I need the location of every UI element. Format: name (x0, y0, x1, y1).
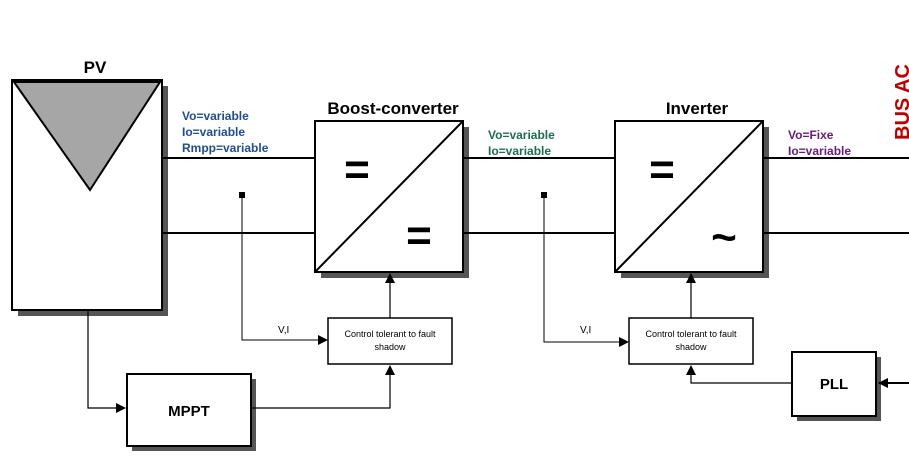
mppt-to-control-arrow (251, 365, 395, 409)
control-2-line1: Control tolerant to fault (645, 329, 737, 339)
control-1-line1: Control tolerant to fault (344, 329, 436, 339)
control-block-2 (628, 317, 754, 365)
control-block-1 (327, 317, 453, 365)
pv-param-rmpp: Rmpp=variable (182, 141, 269, 155)
feedback-line-2 (543, 198, 629, 347)
pv-diode-symbol (12, 81, 162, 192)
sense-point-2 (541, 192, 547, 198)
dc-param-vo: Vo=variable (488, 128, 555, 142)
pv-title: PV (84, 58, 107, 77)
bus-ac-label: BUS AC (892, 64, 909, 140)
feedback-label-1: V,I (278, 325, 289, 336)
pv-param-io: Io=variable (182, 125, 245, 139)
mppt-block (126, 373, 252, 447)
boost-diagonal (314, 120, 464, 273)
control-2-line2: shadow (675, 342, 707, 352)
inverter-diagonal (614, 120, 764, 273)
ac-param-vo: Vo=Fixe (788, 128, 834, 142)
dc-param-io: Io=variable (488, 144, 551, 158)
boost-sym-in: = (344, 145, 370, 194)
ac-param-io: Io=variable (788, 144, 851, 158)
inverter-title: Inverter (666, 99, 729, 118)
sense-point-1 (239, 192, 245, 198)
pv-param-vo: Vo=variable (182, 109, 249, 123)
pv-to-mppt-arrow (87, 310, 126, 413)
mppt-label: MPPT (168, 403, 210, 420)
feedback-label-2: V,I (580, 325, 591, 336)
inverter-sym-out: ~ (711, 213, 737, 262)
pll-to-control-arrow (686, 365, 792, 384)
control-1-line2: shadow (374, 342, 406, 352)
pll-block (791, 351, 877, 417)
inverter-sym-in: = (649, 145, 675, 194)
boost-title: Boost-converter (327, 99, 459, 118)
boost-sym-out: = (406, 211, 432, 260)
pll-label: PLL (820, 376, 848, 393)
feedback-line-1 (241, 198, 328, 345)
